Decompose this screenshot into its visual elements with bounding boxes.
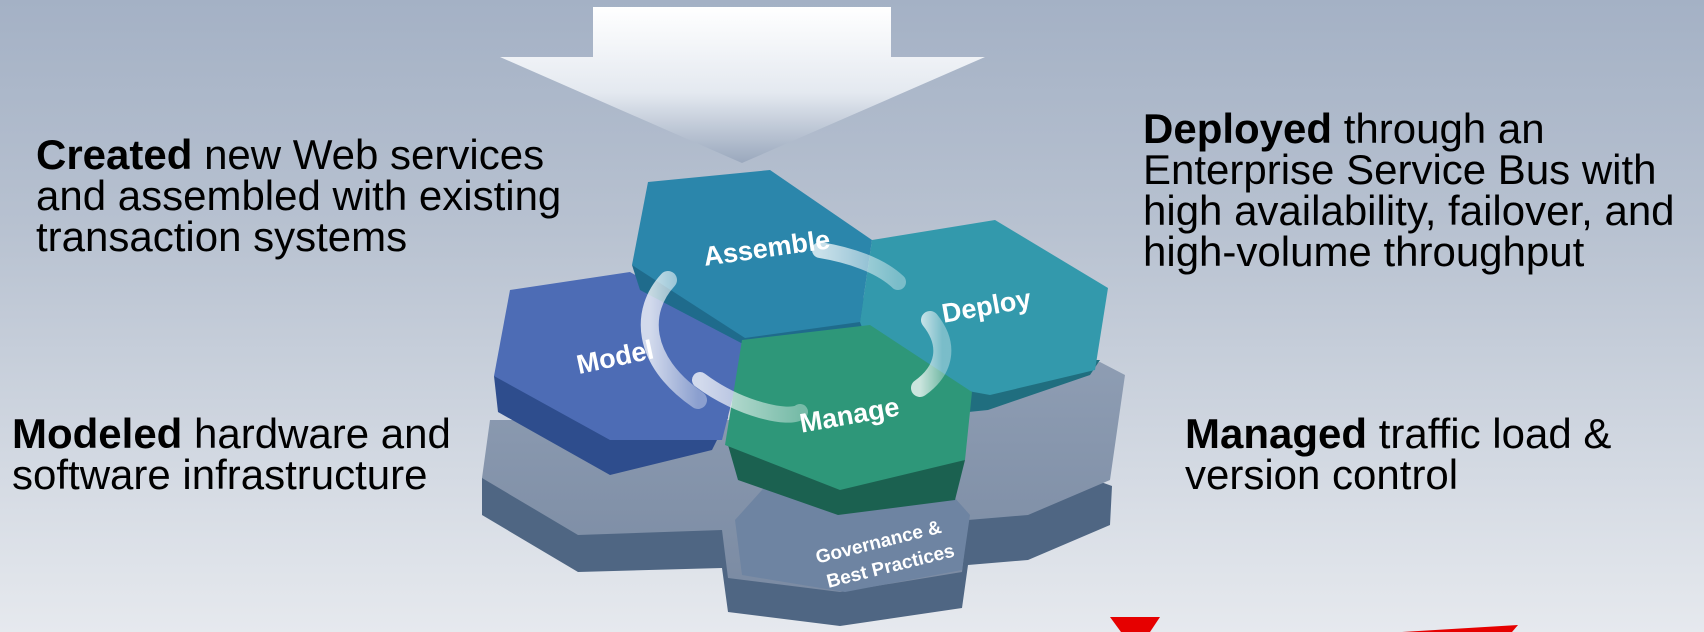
deployed-caption-text: through an Enterprise Service Bus with h… [1143,105,1675,275]
down-arrow [500,7,985,163]
created-caption-bold: Created [36,131,193,178]
cycle-arrow-deploy-manage [911,311,952,397]
managed-caption-bold: Managed [1185,410,1368,457]
deployed-caption-bold: Deployed [1143,105,1333,152]
deploy-hex[interactable] [860,220,1108,395]
manage-hex[interactable] [725,325,972,490]
created-caption-text: new Web services and assembled with exis… [36,131,562,260]
red-accent-left [1110,617,1160,632]
managed-caption: Managed traffic load & version control [1185,410,1625,498]
modeled-caption: Modeled hardware and software infrastruc… [12,410,492,498]
modeled-caption-bold: Modeled [12,410,183,457]
modeled-caption-text: hardware and software infrastructure [12,410,451,498]
red-accent-right [1402,625,1518,632]
managed-caption-text: traffic load & version control [1185,410,1612,498]
deployed-caption: Deployed through an Enterprise Service B… [1143,105,1698,275]
cycle-arrow-assemble-deploy [812,242,906,290]
cycle-arrow-manage-model [692,372,808,423]
cycle-arrow-model-assemble [640,271,707,409]
assemble-hex[interactable] [632,170,872,338]
created-caption: Created new Web services and assembled w… [36,131,596,260]
